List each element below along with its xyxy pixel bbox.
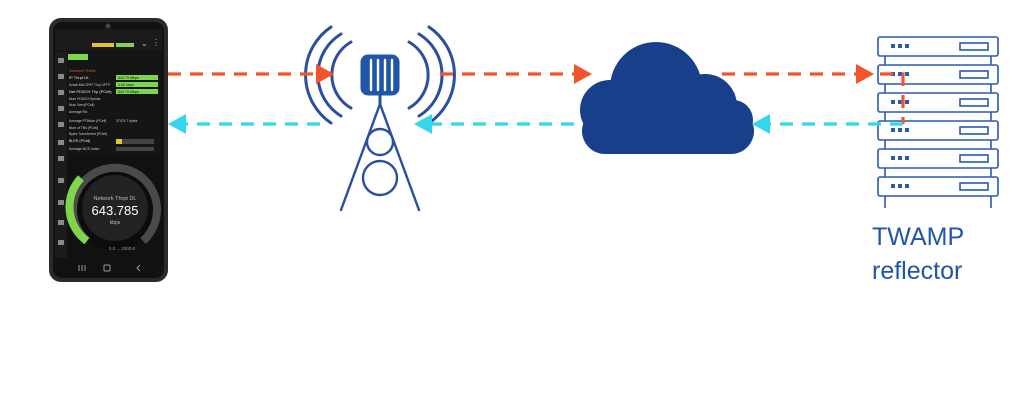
arrowhead-left-icon [414, 114, 432, 134]
phone-row-label: Average PTBsize (PCell) [69, 119, 106, 123]
gauge-unit: kbps [110, 220, 121, 226]
phone-row-label: Net PDSCH Thp (PCell) [69, 89, 112, 94]
phone-row-label: Bytes Transferred (PCell) [69, 132, 107, 136]
reflector-label-line2: reflector [872, 257, 963, 285]
uplink-path [168, 72, 905, 124]
back-icon[interactable] [136, 264, 141, 272]
phone-status-bar [55, 29, 162, 51]
phone-row-value: 0.00 kbps [118, 83, 134, 87]
gauge-value: 643.785 [92, 203, 139, 218]
chevron-down-icon[interactable]: ⌄ [141, 39, 148, 48]
arrowhead-right-icon [316, 64, 334, 84]
phone-row-label: Num Serv(PCell) [69, 103, 94, 107]
phone-row-label: Average Rlc [69, 110, 88, 114]
more-icon[interactable]: ⋮ [152, 38, 160, 47]
arrowhead-right-icon [574, 64, 592, 84]
phone-nav-bar [78, 264, 141, 272]
phone-row-label: Num of TBs (PCell) [69, 126, 98, 130]
arrowhead-right-icon [856, 64, 874, 84]
arrowhead-left-icon [168, 114, 186, 134]
uplink-loop-segment [880, 72, 905, 124]
gauge-range: 0.0 ... 2000.0 [109, 246, 136, 251]
phone-row-value: 643.79 Mbps [118, 76, 139, 80]
reflector-label-line1: TWAMP [872, 223, 965, 251]
arrowhead-left-icon [752, 114, 770, 134]
recent-apps-icon[interactable] [78, 265, 86, 271]
phone-row-value: 37475.7 bytes [116, 119, 138, 123]
phone-data-rows: Network Traffic IP Thrpt DL 643.79 Mbps … [69, 68, 158, 151]
phone-data-panel [68, 52, 161, 154]
phone-row-label: Average MCS Index [69, 147, 100, 151]
cloud-icon [580, 42, 754, 154]
gauge-title: Network Thrpt DL [94, 196, 137, 202]
phone-side-rail [55, 52, 67, 258]
throughput-gauge: Network Thrpt DL 643.785 kbps 0.0 ... 20… [65, 163, 161, 251]
camera-icon [105, 23, 111, 29]
phone-row-label: Actual MAC/PHY Thrp UPTP [69, 83, 110, 87]
phone-row-label: IP Thrpt DL [69, 75, 90, 80]
phone-row-label: Network Traffic [69, 68, 96, 73]
phone-row-label: BLER (PCell) [69, 139, 90, 143]
server-rack-icon [877, 36, 999, 208]
phone-row-label: Num PDSCH Symbs [69, 97, 101, 101]
home-icon[interactable] [103, 264, 111, 272]
cell-tower-icon [304, 25, 456, 212]
smartphone: ⌄ ⋮ Network Traffic IP Thrpt DL 643.79 M… [49, 18, 168, 282]
phone-row-value: 643.79 Mbps [118, 90, 139, 94]
